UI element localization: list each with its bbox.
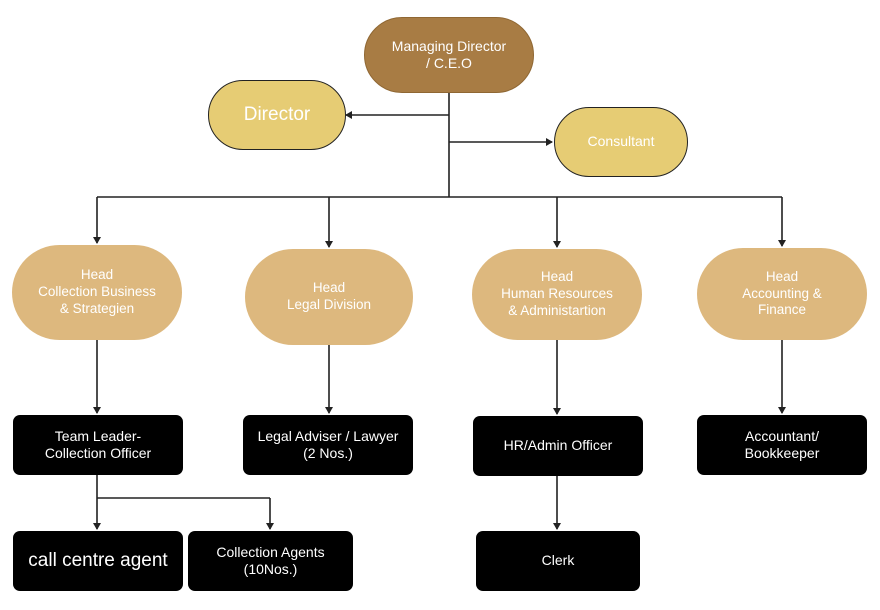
legal-adviser-line1: Legal Adviser / Lawyer: [257, 427, 399, 444]
accountant-line2: Bookkeeper: [744, 445, 820, 461]
clerk-node: Clerk: [476, 531, 640, 591]
director-node: Director: [208, 80, 346, 150]
legal-adviser-line2: (2 Nos.): [303, 445, 353, 461]
director-label: Director: [243, 104, 311, 126]
head-accounting-line3: Finance: [757, 302, 807, 318]
collection-agents-line1: Collection Agents: [216, 543, 325, 560]
consultant-node: Consultant: [554, 107, 688, 177]
team-leader-line1: Team Leader-: [54, 427, 142, 444]
head-accounting-node: Head Accounting & Finance: [697, 248, 867, 340]
head-hr-line3: & Administartion: [508, 302, 606, 318]
call-centre-node: call centre agent: [13, 531, 183, 591]
collection-agents-line2: (10Nos.): [243, 561, 298, 577]
head-accounting-line2: Accounting &: [742, 285, 822, 301]
hr-officer-label: HR/Admin Officer: [503, 437, 613, 454]
ceo-node: Managing Director / C.E.O: [364, 17, 534, 93]
head-hr-node: Head Human Resources & Administartion: [472, 249, 642, 340]
ceo-title-line2: / C.E.O: [426, 55, 472, 71]
head-accounting-line1: Head: [765, 268, 799, 284]
head-legal-line2: Legal Division: [286, 297, 372, 312]
team-leader-line2: Collection Officer: [44, 445, 152, 461]
accountant-line1: Accountant/: [745, 427, 819, 444]
call-centre-label: call centre agent: [28, 550, 168, 572]
head-collection-line2: Collection Business: [38, 284, 156, 300]
head-hr-line1: Head: [540, 269, 574, 285]
head-collection-line3: & Strategien: [59, 300, 135, 316]
head-legal-line1: Head: [312, 280, 346, 296]
accountant-node: Accountant/ Bookkeeper: [697, 415, 867, 475]
head-collection-node: Head Collection Business & Strategien: [12, 245, 182, 340]
collection-agents-node: Collection Agents (10Nos.): [188, 531, 353, 591]
head-collection-line1: Head: [80, 267, 114, 283]
consultant-label: Consultant: [587, 133, 655, 150]
hr-officer-node: HR/Admin Officer: [473, 416, 643, 476]
legal-adviser-node: Legal Adviser / Lawyer (2 Nos.): [243, 415, 413, 475]
head-hr-line2: Human Resources: [501, 286, 613, 302]
head-legal-node: Head Legal Division: [245, 249, 413, 345]
clerk-label: Clerk: [541, 552, 575, 569]
ceo-title-line1: Managing Director: [391, 37, 507, 54]
team-leader-node: Team Leader- Collection Officer: [13, 415, 183, 475]
